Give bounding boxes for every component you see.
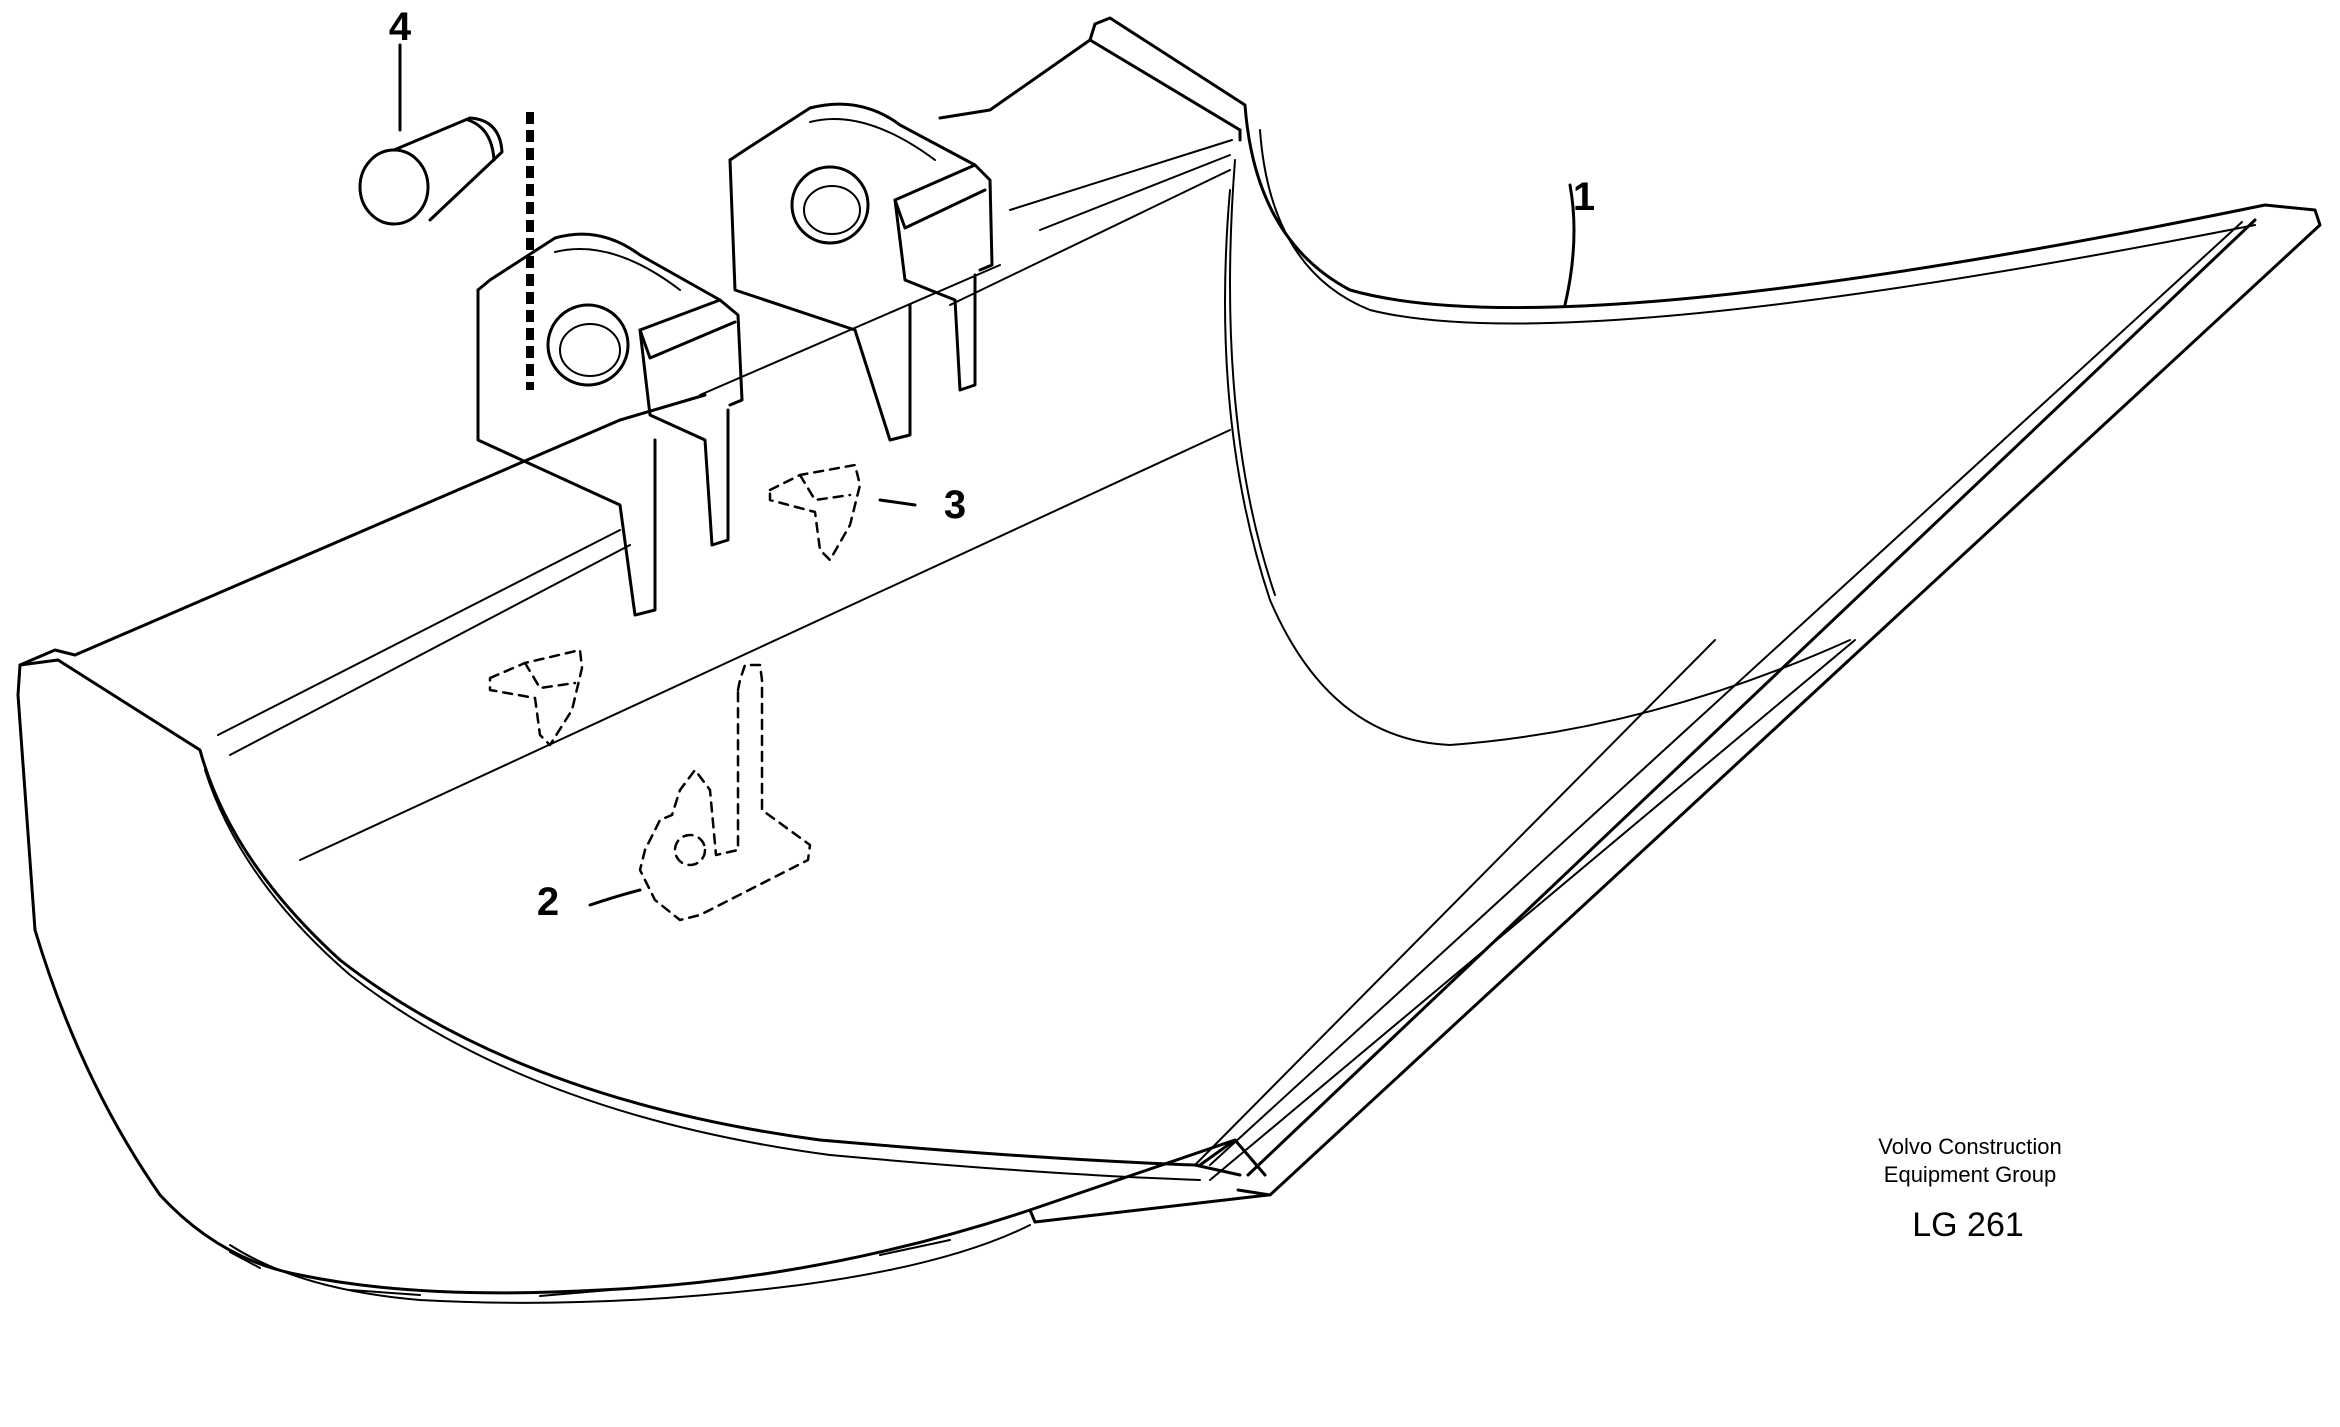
hinge-bracket-left xyxy=(476,232,744,617)
lug-part xyxy=(638,663,812,922)
pin-part xyxy=(358,112,534,390)
hinge-bracket-right xyxy=(728,102,994,442)
stop-block-lower xyxy=(488,648,584,747)
stop-block-upper xyxy=(768,463,862,562)
leader-lines xyxy=(398,43,1576,907)
company-name-line1: Volvo Construction xyxy=(1878,1134,2061,1159)
company-name-line2: Equipment Group xyxy=(1884,1162,2056,1187)
callout-2: 2 xyxy=(537,880,559,924)
bucket-body xyxy=(16,16,2322,1304)
drawing-code: LG 261 xyxy=(1912,1206,2024,1244)
callout-4: 4 xyxy=(389,5,412,49)
callout-3: 3 xyxy=(944,483,966,527)
callout-1: 1 xyxy=(1573,175,1595,219)
